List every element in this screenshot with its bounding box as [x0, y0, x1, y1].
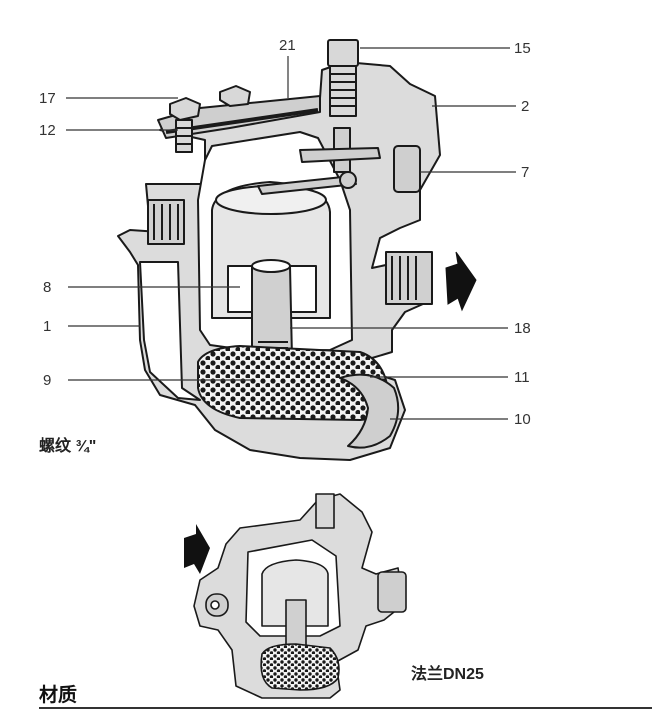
callout-2: 2: [521, 98, 530, 115]
valve-mechanism: [257, 127, 421, 195]
callout-12: 12: [39, 122, 56, 139]
threaded-caption: 螺纹 ¾": [39, 438, 97, 455]
cover-bolts: [169, 85, 251, 153]
section-divider: [39, 707, 652, 709]
riser-tube: [251, 265, 293, 359]
flow-arrow-icon: [445, 251, 477, 312]
callout-1: 1: [43, 318, 52, 335]
flanged-flow-arrow-icon: [184, 524, 210, 574]
flanged-bucket: [261, 559, 329, 627]
callout-15: 15: [514, 40, 531, 57]
flanged-caption: 法兰DN25: [411, 666, 484, 683]
outlet-thread: [385, 251, 433, 305]
flanged-strainer: [260, 643, 340, 691]
callout-18: 18: [514, 320, 531, 337]
callout-17: 17: [39, 90, 56, 107]
flanged-trap-cutaway: [193, 493, 407, 699]
inlet-thread: [147, 199, 185, 245]
callout-7: 7: [521, 164, 530, 181]
callout-9: 9: [43, 372, 52, 389]
threaded-trap-cutaway: [117, 39, 441, 461]
leader-lines: [66, 47, 516, 420]
top-plug: [327, 39, 359, 117]
callout-10: 10: [514, 411, 531, 428]
callout-21: 21: [279, 37, 296, 54]
callout-11: 11: [514, 369, 530, 386]
section-title: 材质: [39, 685, 78, 706]
callout-8: 8: [43, 279, 52, 296]
strainer-cap: [339, 373, 400, 449]
inlet-bore: [139, 261, 201, 401]
